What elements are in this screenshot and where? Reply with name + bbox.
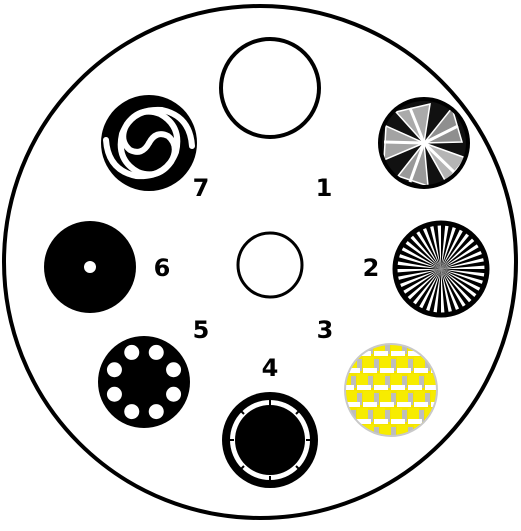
gobo-hole bbox=[107, 387, 122, 402]
dichroic-block bbox=[357, 408, 368, 419]
block-highlight bbox=[363, 368, 377, 373]
dichroic-block bbox=[380, 391, 391, 402]
block-highlight bbox=[414, 368, 428, 373]
block-shadow bbox=[453, 444, 458, 456]
gobo-6-pinhole-disc bbox=[44, 221, 136, 313]
block-highlight bbox=[374, 351, 388, 356]
slot-label-4: 4 bbox=[255, 356, 285, 380]
block-highlight bbox=[397, 402, 411, 407]
block-highlight bbox=[442, 453, 456, 458]
gobo-hole bbox=[149, 404, 164, 419]
block-highlight bbox=[414, 402, 428, 407]
gobo-hole bbox=[149, 345, 164, 360]
open-aperture bbox=[221, 39, 319, 137]
dichroic-block bbox=[414, 391, 425, 402]
gobo-hole bbox=[124, 404, 139, 419]
slot-label-5: 5 bbox=[186, 318, 216, 342]
center-hub bbox=[238, 233, 302, 297]
slot-label-7: 7 bbox=[186, 176, 216, 200]
dichroic-block bbox=[363, 357, 374, 368]
dichroic-block bbox=[357, 374, 368, 385]
gobo-7-spiral bbox=[101, 95, 197, 191]
dichroic-block bbox=[397, 391, 408, 402]
dichroic-block bbox=[391, 374, 402, 385]
dichroic-block bbox=[391, 408, 402, 419]
block-highlight bbox=[391, 385, 405, 390]
gobo-hole bbox=[124, 345, 139, 360]
block-shadow bbox=[459, 427, 464, 439]
gobo-5-eight-holes bbox=[98, 336, 190, 428]
block-highlight bbox=[408, 419, 422, 424]
slot-label-2: 2 bbox=[356, 256, 386, 280]
block-highlight bbox=[357, 385, 371, 390]
dichroic-block bbox=[346, 391, 357, 402]
dichroic-block bbox=[397, 357, 408, 368]
block-highlight bbox=[397, 368, 411, 373]
gobo-hole bbox=[107, 362, 122, 377]
slot-label-1: 1 bbox=[309, 176, 339, 200]
gobo-1-shards bbox=[380, 99, 468, 187]
gobo-4-ring-dot bbox=[222, 392, 318, 488]
block-highlight bbox=[380, 402, 394, 407]
block-highlight bbox=[448, 436, 462, 441]
block-highlight bbox=[408, 385, 422, 390]
block-highlight bbox=[380, 368, 394, 373]
block-highlight bbox=[363, 402, 377, 407]
dichroic-block bbox=[408, 408, 419, 419]
dichroic-block bbox=[363, 391, 374, 402]
dichroic-block bbox=[408, 374, 419, 385]
dichroic-block bbox=[374, 408, 385, 419]
block-highlight bbox=[374, 385, 388, 390]
gobo-hole bbox=[166, 387, 181, 402]
block-highlight bbox=[391, 419, 405, 424]
gobo-hole bbox=[166, 362, 181, 377]
slot-label-6: 6 bbox=[147, 256, 177, 280]
dichroic-block bbox=[374, 374, 385, 385]
dichroic-block bbox=[380, 357, 391, 368]
block-highlight bbox=[391, 351, 405, 356]
slot-label-3: 3 bbox=[310, 318, 340, 342]
dichroic-block bbox=[442, 442, 453, 453]
block-highlight bbox=[374, 419, 388, 424]
